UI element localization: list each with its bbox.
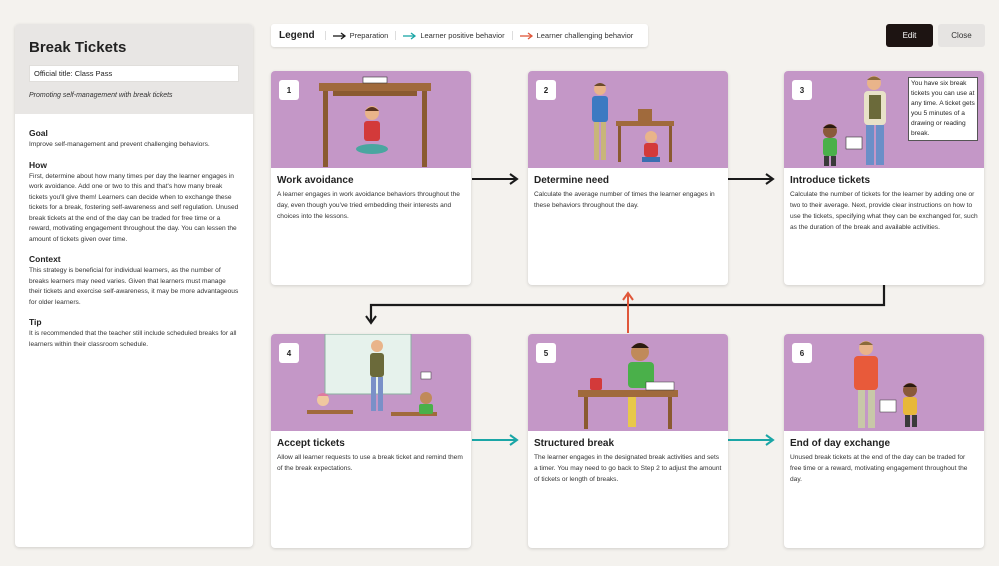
step-card-5[interactable]: 5 Structured break The learner engages i… (528, 334, 728, 548)
edit-button[interactable]: Edit (886, 24, 933, 47)
legend-title: Legend (279, 30, 315, 41)
step-number: 5 (536, 343, 556, 363)
step-number: 6 (792, 343, 812, 363)
sidebar-header: Break Tickets Official title: Class Pass… (15, 24, 253, 114)
arrow-step2-to-step3 (728, 173, 775, 185)
legend-item-challenging: Learner challenging behavior (511, 31, 641, 40)
step-title: End of day exchange (790, 438, 891, 449)
step-number: 1 (279, 80, 299, 100)
step-illustration: 1 (271, 71, 471, 168)
close-button[interactable]: Close (938, 24, 985, 47)
arrow-step4-to-step5 (472, 434, 519, 446)
official-title-field: Official title: Class Pass (29, 65, 239, 82)
sidebar-body: Goal Improve self-management and prevent… (15, 114, 253, 350)
black-arrow-icon (332, 31, 346, 40)
step-number: 4 (279, 343, 299, 363)
step-illustration: 6 (784, 334, 984, 431)
step-description: A learner engages in work avoidance beha… (277, 191, 460, 220)
step-title: Determine need (534, 175, 610, 186)
context-heading: Context (29, 254, 61, 264)
tip-heading: Tip (29, 317, 42, 327)
step-title: Introduce tickets (790, 175, 871, 186)
step-number: 2 (536, 80, 556, 100)
teacher-gives-tickets-illustration (823, 76, 886, 166)
arrow-step5-to-step6 (728, 434, 775, 446)
arrow-step5-to-step2 (622, 291, 634, 333)
teacher-observing-illustration (592, 83, 674, 162)
structured-break-illustration (578, 343, 678, 429)
legend-item-preparation: Preparation (324, 31, 396, 40)
arrow-step1-to-step2 (472, 173, 519, 185)
step-illustration: 4 (271, 334, 471, 431)
step-card-2[interactable]: 2 Determine need Calculate the average n… (528, 71, 728, 285)
legend: Legend Preparation Learner positive beha… (271, 24, 649, 47)
strategy-subtitle: Promoting self-management with break tic… (29, 92, 173, 99)
step-card-6[interactable]: 6 End of day exchange Unused break ticke… (784, 334, 984, 548)
context-text: This strategy is beneficial for individu… (29, 267, 239, 306)
step-number: 3 (792, 80, 812, 100)
speech-bubble: You have six break tickets you can use a… (908, 77, 978, 141)
end-of-day-exchange-illustration (854, 341, 917, 428)
step-title: Accept tickets (277, 438, 345, 449)
legend-label: Learner challenging behavior (536, 31, 634, 40)
step-description: Unused break tickets at the end of the d… (790, 454, 968, 483)
legend-label: Learner positive behavior (420, 31, 505, 40)
step-illustration: 5 (528, 334, 728, 431)
step-title: Work avoidance (277, 175, 354, 186)
step-illustration: You have six break tickets you can use a… (784, 71, 984, 168)
step-card-3[interactable]: You have six break tickets you can use a… (784, 71, 984, 285)
step-title: Structured break (534, 438, 615, 449)
arrow-step3-to-step4 (365, 285, 886, 325)
step-illustration: 2 (528, 71, 728, 168)
step-card-4[interactable]: 4 Accept tickets Allow all learner reque… (271, 334, 471, 548)
page-title: Break Tickets (29, 39, 127, 56)
step-card-1[interactable]: 1 Work avoidance A learner engages in wo… (271, 71, 471, 285)
goal-text: Improve self-management and prevent chal… (29, 141, 210, 148)
desk-avoidance-illustration (319, 76, 431, 167)
step-description: Allow all learner requests to use a brea… (277, 454, 463, 472)
how-heading: How (29, 159, 47, 170)
goal-heading: Goal (29, 128, 48, 138)
how-text: First, determine about how many times pe… (29, 172, 239, 243)
step-description: Calculate the number of tickets for the … (790, 191, 978, 231)
step-description: Calculate the average number of times th… (534, 191, 715, 209)
orange-arrow-icon (519, 31, 533, 40)
tip-text: It is recommended that the teacher still… (29, 330, 237, 348)
step-description: The learner engages in the designated br… (534, 454, 722, 483)
classroom-tickets-illustration (307, 334, 437, 416)
legend-item-positive: Learner positive behavior (395, 31, 511, 40)
strategy-sidebar: Break Tickets Official title: Class Pass… (15, 24, 253, 547)
teal-arrow-icon (403, 31, 417, 40)
legend-label: Preparation (349, 31, 389, 40)
